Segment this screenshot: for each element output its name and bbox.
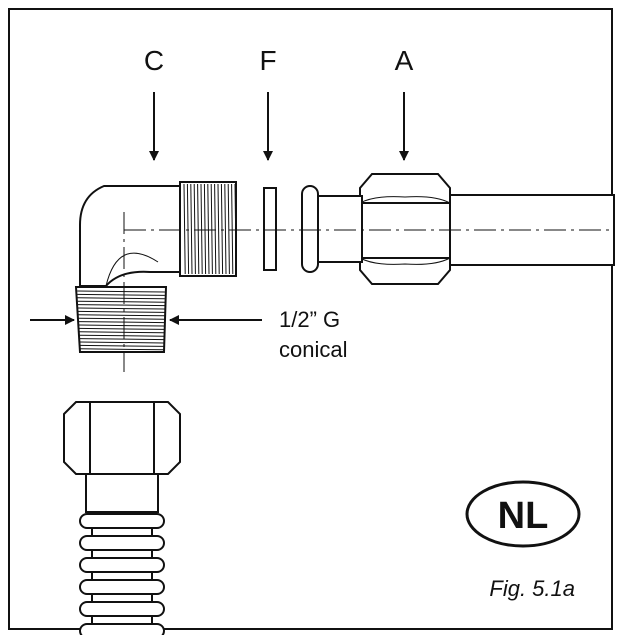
thread-line <box>77 300 165 303</box>
thread-line <box>210 183 213 275</box>
thread-line <box>207 183 210 275</box>
corrugation-ring <box>79 601 165 617</box>
thread-line <box>78 327 165 330</box>
thread-line <box>190 183 193 275</box>
thread-line <box>203 183 207 275</box>
conical-thread <box>77 290 165 351</box>
thread-line <box>79 338 165 341</box>
thread-line <box>79 348 165 351</box>
thread-line <box>77 304 165 307</box>
figure-frame <box>8 8 613 630</box>
thread-line <box>77 307 165 310</box>
thread-line <box>200 183 203 275</box>
corrugation-ring <box>79 535 165 551</box>
thread-line <box>186 183 190 275</box>
label-f: F <box>259 45 276 76</box>
thread-line <box>183 183 186 275</box>
corrugation-ring <box>79 579 165 595</box>
figure-caption: Fig. 5.1a <box>489 576 575 601</box>
thread-line <box>217 183 220 275</box>
country-badge: NL <box>465 480 581 548</box>
label-c: C <box>144 45 164 76</box>
country-badge-text: NL <box>498 495 549 537</box>
corrugation-ring <box>79 623 165 635</box>
thread-line <box>77 297 165 300</box>
hose-corrugations <box>79 513 165 635</box>
thread-line <box>77 290 165 293</box>
thread-line <box>197 183 200 275</box>
flex-hose <box>63 401 181 635</box>
thread-line <box>231 183 234 275</box>
label-a: A <box>395 45 414 76</box>
corrugation-neck <box>91 549 153 559</box>
thread-line <box>79 331 165 334</box>
gasket-f <box>263 187 277 271</box>
thread-line <box>193 183 196 275</box>
corrugation-ring <box>79 513 165 529</box>
thread-note-line2: conical <box>279 337 347 362</box>
thread-line <box>227 183 230 275</box>
thread-line <box>78 314 165 317</box>
thread-line <box>214 183 217 275</box>
horizontal-thread <box>183 183 237 275</box>
thread-line <box>220 183 224 275</box>
elbow-fitting-c <box>74 181 237 353</box>
thread-line <box>78 317 165 320</box>
thread-line <box>77 293 165 296</box>
hex-nut-a <box>359 173 451 285</box>
corrugation-neck <box>91 527 153 537</box>
thread-line <box>78 324 165 327</box>
thread-line <box>79 341 165 344</box>
corrugation-neck <box>91 615 153 625</box>
compression-sleeve <box>301 185 363 273</box>
thread-line <box>78 321 165 324</box>
corrugation-neck <box>91 593 153 603</box>
corrugation-neck <box>91 571 153 581</box>
thread-line <box>78 310 165 313</box>
thread-line <box>79 344 165 347</box>
thread-line <box>224 183 227 275</box>
thread-line <box>79 334 165 337</box>
thread-note-line1: 1/2” G <box>279 307 340 332</box>
thread-line <box>234 183 237 275</box>
corrugation-ring <box>79 557 165 573</box>
